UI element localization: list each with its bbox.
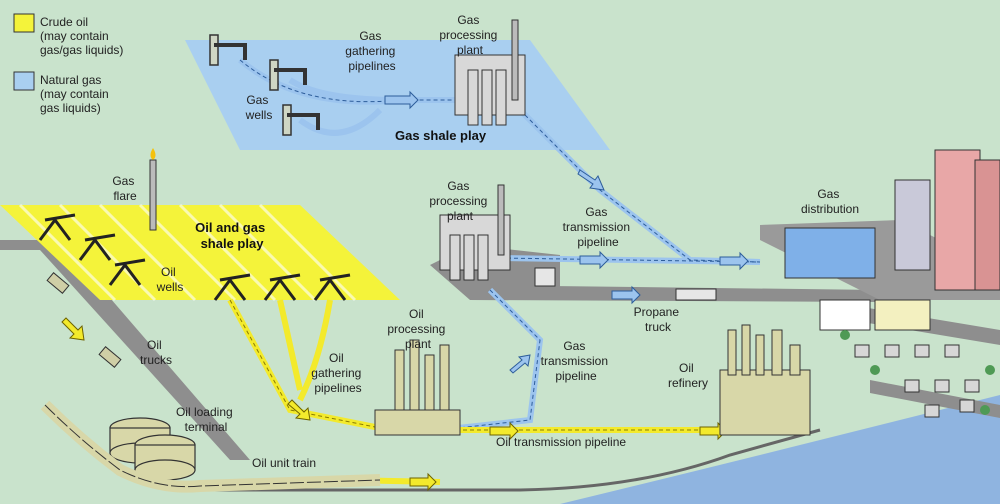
city-buildings (819, 149, 1000, 331)
label-gas-processing-plant-mid: Gas processing plant (429, 179, 490, 223)
gas-processing-plant-top (454, 19, 526, 126)
label-gas-transmission-pipeline-low: Gas transmission pipeline (541, 339, 612, 383)
oil-processing-plant (374, 339, 461, 436)
propane-truck-vehicle (675, 288, 717, 301)
oil-pump-jacks (38, 213, 351, 301)
label-oil-unit-train: Oil unit train (252, 456, 316, 470)
oil-train-cars (44, 404, 381, 488)
label-propane-truck: Propane truck (634, 305, 683, 334)
gas-processing-plant-mid (439, 184, 511, 281)
rail-line (200, 428, 821, 492)
trees (840, 330, 995, 415)
label-gas-flare: Gas flare (112, 174, 137, 203)
houses (854, 344, 980, 418)
label-oil-processing-plant: Oil processing plant (387, 307, 448, 351)
label-gas-processing-plant-top: Gas processing plant (439, 13, 500, 57)
label-oil-wells: Oil wells (156, 265, 184, 294)
oil-storage-tanks (109, 417, 196, 481)
oil-refinery (719, 324, 811, 436)
legend-crude-swatch (13, 13, 35, 33)
oil-pipeline-dashes (229, 299, 730, 431)
legend-gas-text: Natural gas (may contain gas liquids) (40, 73, 112, 115)
flare-flame-icon (150, 148, 156, 160)
label-oil-trucks: Oil trucks (140, 338, 172, 367)
road-left (0, 240, 250, 460)
gas-wells (209, 34, 320, 136)
truck-at-plant (534, 267, 556, 287)
label-oil-gas-shale-play: Oil and gas shale play (195, 220, 269, 251)
road-propane (470, 285, 880, 302)
oil-trucks (46, 272, 122, 368)
legend-gas-swatch (13, 71, 35, 91)
water-body (560, 395, 1000, 504)
label-gas-gathering-pipelines: Gas gathering pipelines (345, 29, 398, 73)
gas-flare-stack (149, 159, 157, 231)
gas-distribution-building (784, 227, 876, 279)
flow-arrows (61, 90, 749, 492)
label-gas-wells: Gas wells (245, 93, 273, 122)
label-oil-refinery: Oil refinery (668, 361, 708, 390)
label-gas-distribution: Gas distribution (801, 187, 859, 216)
label-oil-loading-terminal: Oil loading terminal (176, 405, 236, 434)
label-oil-gathering-pipelines: Oil gathering pipelines (311, 351, 364, 395)
legend-crude-text: Crude oil (may contain gas/gas liquids) (40, 15, 123, 57)
label-gas-transmission-pipeline-top: Gas transmission pipeline (563, 205, 634, 249)
label-oil-transmission-pipeline: Oil transmission pipeline (496, 435, 626, 449)
label-gas-shale-play: Gas shale play (395, 128, 487, 143)
